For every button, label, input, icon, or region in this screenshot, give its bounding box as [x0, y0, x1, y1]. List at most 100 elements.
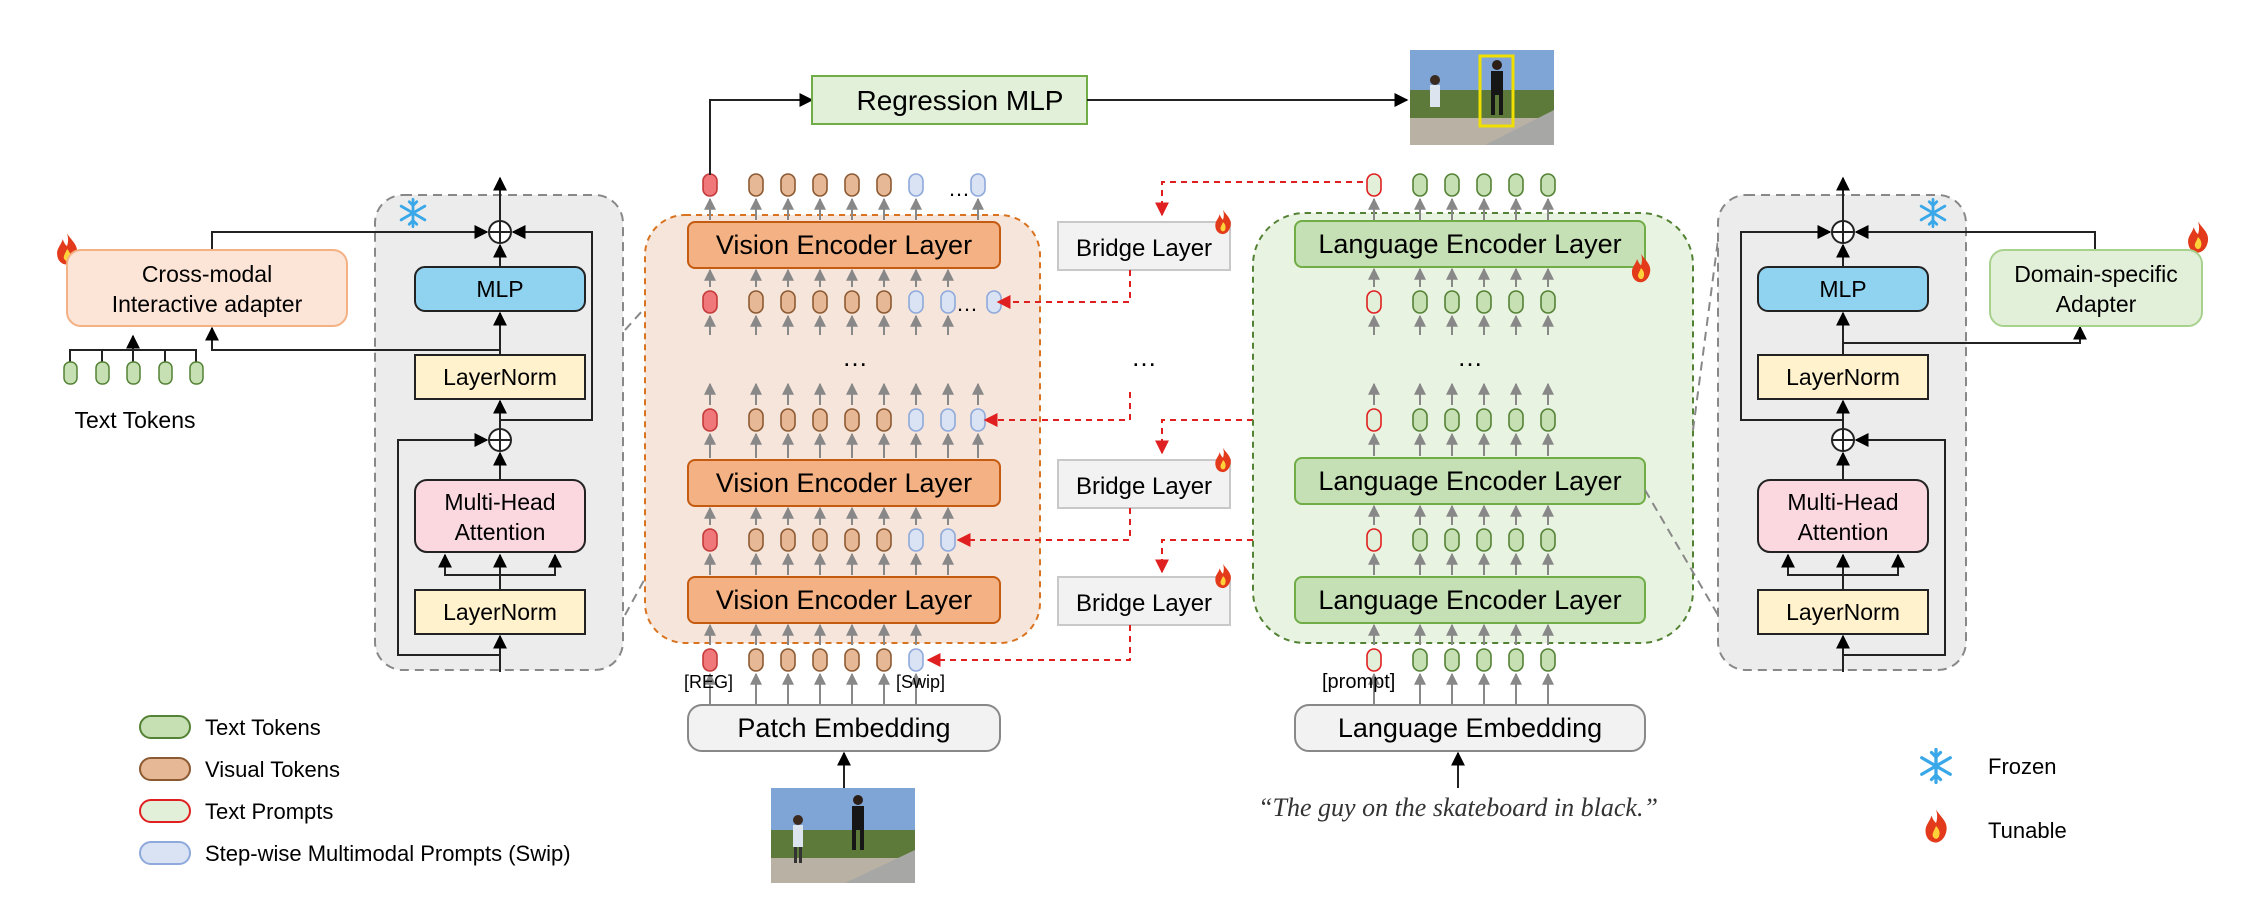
text-prompt-token	[1366, 648, 1382, 672]
text-prompt-token	[1366, 173, 1382, 197]
legend-frozen-label: Frozen	[1988, 754, 2056, 779]
right-residual-add-bottom	[1831, 428, 1855, 452]
language-encoder-layer-bottom: Language Encoder Layer	[1294, 576, 1646, 624]
domain-adapter-flame-icon	[2188, 221, 2209, 253]
text-tokens-label: Text Tokens	[74, 407, 195, 433]
svg-text:MLP: MLP	[476, 276, 523, 302]
swip-prompt-token	[986, 290, 1002, 314]
left-residual-add-bottom	[488, 428, 512, 452]
text-token	[1444, 173, 1460, 197]
text-token	[1476, 528, 1492, 552]
swip-prompt-token	[970, 408, 986, 432]
text-prompt-token	[1366, 528, 1382, 552]
reg-token	[702, 408, 718, 432]
language-encoder-stack	[1252, 212, 1694, 644]
text-token	[1540, 528, 1556, 552]
svg-text:Language Encoder Layer: Language Encoder Layer	[1318, 466, 1621, 496]
language-ellipsis: …	[1457, 342, 1483, 372]
legend-label: Visual Tokens	[205, 757, 340, 782]
vision-token-rows	[702, 173, 1002, 705]
legend-swatch	[139, 715, 191, 739]
vision-top-ellipsis: …	[948, 176, 970, 201]
svg-text:Patch Embedding: Patch Embedding	[737, 713, 950, 743]
vision-row2-ellipsis: …	[956, 291, 978, 316]
svg-text:Multi-Head: Multi-Head	[444, 489, 555, 515]
output-image	[1410, 50, 1554, 145]
left-residual-add-top	[488, 220, 512, 244]
svg-text:Language Embedding: Language Embedding	[1338, 713, 1602, 743]
visual-token	[844, 173, 860, 197]
visual-token	[748, 408, 764, 432]
bridge-layer-middle: Bridge Layer	[1057, 459, 1231, 509]
svg-text:LayerNorm: LayerNorm	[1786, 364, 1900, 390]
svg-text:Language Encoder Layer: Language Encoder Layer	[1318, 229, 1621, 259]
left-layernorm-bottom: LayerNorm	[414, 589, 586, 635]
legend-label: Text Tokens	[205, 715, 321, 740]
reg-token	[702, 528, 718, 552]
visual-token	[844, 290, 860, 314]
text-token	[1508, 173, 1524, 197]
bridge-layer-top: Bridge Layer	[1057, 221, 1231, 271]
visual-token	[812, 290, 828, 314]
bridge-flame-icon-middle	[1215, 447, 1231, 473]
bridge-ellipsis: …	[1131, 342, 1157, 372]
svg-text:Multi-Head: Multi-Head	[1787, 489, 1898, 515]
visual-token	[748, 648, 764, 672]
svg-text:LayerNorm: LayerNorm	[443, 599, 557, 625]
vision-ellipsis: …	[842, 342, 868, 372]
svg-text:Vision Encoder Layer: Vision Encoder Layer	[716, 585, 972, 615]
svg-text:Attention: Attention	[455, 519, 546, 545]
text-token	[1508, 408, 1524, 432]
svg-text:Bridge Layer: Bridge Layer	[1076, 590, 1212, 617]
visual-token	[876, 408, 892, 432]
text-prompt-token	[1366, 290, 1382, 314]
text-token	[1412, 408, 1428, 432]
svg-text:Bridge Layer: Bridge Layer	[1076, 235, 1212, 262]
text-prompt-token	[1366, 408, 1382, 432]
svg-text:Adapter: Adapter	[2056, 291, 2137, 317]
vision-encoder-layer-middle: Vision Encoder Layer	[687, 459, 1001, 507]
svg-text:Regression MLP: Regression MLP	[857, 85, 1064, 116]
svg-text:Domain-specific: Domain-specific	[2014, 261, 2178, 287]
left-mlp-box: MLP	[414, 266, 586, 312]
visual-token	[876, 173, 892, 197]
prompt-token-label: [prompt]	[1322, 671, 1395, 693]
legend-swatch	[139, 757, 191, 781]
reg-token	[702, 290, 718, 314]
input-expression-caption: “The guy on the skateboard in black.”	[1258, 793, 1658, 822]
svg-text:Interactive adapter: Interactive adapter	[112, 291, 303, 317]
visual-token	[780, 173, 796, 197]
legend-tunable-icon	[1925, 809, 1947, 843]
swip-prompt-token	[908, 648, 924, 672]
visual-token	[844, 528, 860, 552]
visual-token	[812, 648, 828, 672]
svg-text:Attention: Attention	[1798, 519, 1889, 545]
text-token	[1508, 528, 1524, 552]
swip-prompt-token	[908, 408, 924, 432]
visual-token	[780, 648, 796, 672]
svg-text:Vision Encoder Layer: Vision Encoder Layer	[716, 230, 972, 260]
text-token	[1412, 648, 1428, 672]
cross-modal-interactive-adapter: Cross-modal Interactive adapter	[66, 249, 348, 327]
input-image	[771, 788, 915, 883]
text-token	[1476, 290, 1492, 314]
visual-token	[780, 528, 796, 552]
visual-token	[780, 408, 796, 432]
svg-text:MLP: MLP	[1819, 276, 1866, 302]
adapter-text-tokens	[63, 334, 204, 385]
reg-token-label: [REG]	[684, 672, 733, 692]
language-token-rows	[1366, 173, 1556, 705]
svg-text:Language Encoder Layer: Language Encoder Layer	[1318, 585, 1621, 615]
patch-embedding-box: Patch Embedding	[687, 704, 1001, 752]
language-embedding-box: Language Embedding	[1294, 704, 1646, 752]
swip-token-label: [Swip]	[896, 672, 945, 692]
text-token	[1540, 173, 1556, 197]
text-token	[1540, 648, 1556, 672]
text-token	[1444, 408, 1460, 432]
left-multi-head-attention: Multi-Head Attention	[414, 479, 586, 553]
svg-text:LayerNorm: LayerNorm	[443, 364, 557, 390]
text-token	[1508, 290, 1524, 314]
text-token	[1412, 528, 1428, 552]
regression-mlp-box: Regression MLP	[811, 75, 1088, 125]
